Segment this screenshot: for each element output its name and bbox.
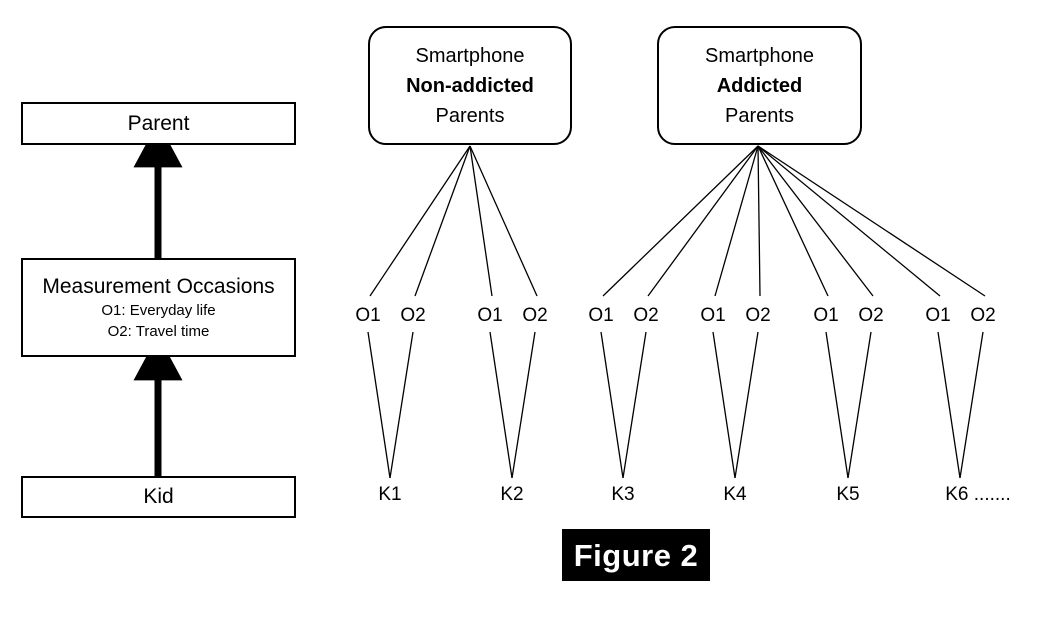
legend-parent-title: Parent bbox=[127, 111, 190, 135]
v-connectors-kids bbox=[367, 331, 984, 479]
legend-box-kid: Kid bbox=[21, 476, 296, 518]
occasion-label-o2-k6: O2 bbox=[970, 305, 996, 326]
occasion-label-o1-k4: O1 bbox=[700, 305, 726, 326]
figure-caption: Figure 2 bbox=[562, 529, 710, 581]
fan-lines-addicted bbox=[602, 145, 986, 297]
group-non-addicted-line3: Parents bbox=[435, 104, 505, 127]
group-box-non-addicted-parents: Smartphone Non-addicted Parents bbox=[368, 26, 572, 145]
group-non-addicted-line2: Non-addicted bbox=[406, 74, 534, 97]
occasion-label-o2-k1: O2 bbox=[400, 305, 426, 326]
legend-measurement-o2: O2: Travel time bbox=[107, 322, 210, 340]
fan-lines-non-addicted bbox=[369, 145, 538, 297]
kid-label-k3: K3 bbox=[611, 484, 635, 505]
kid-label-k2: K2 bbox=[500, 484, 524, 505]
group-non-addicted-line1: Smartphone bbox=[415, 44, 525, 67]
legend-box-measurement-occasions: Measurement Occasions O1: Everyday life … bbox=[21, 258, 296, 357]
occasion-label-o2-k4: O2 bbox=[745, 305, 771, 326]
occasion-label-o1-k2: O1 bbox=[477, 305, 503, 326]
legend-measurement-title: Measurement Occasions bbox=[42, 274, 275, 298]
occasion-label-o2-k2: O2 bbox=[522, 305, 548, 326]
occasion-label-o2-k5: O2 bbox=[858, 305, 884, 326]
group-addicted-line2: Addicted bbox=[716, 74, 803, 97]
occasion-label-o2-k3: O2 bbox=[633, 305, 659, 326]
occasion-label-o1-k3: O1 bbox=[588, 305, 614, 326]
occasion-label-o1-k5: O1 bbox=[813, 305, 839, 326]
legend-measurement-o1: O1: Everyday life bbox=[101, 301, 216, 319]
kid-label-k6: K6 ....... bbox=[945, 484, 1011, 505]
kid-label-k4: K4 bbox=[723, 484, 747, 505]
group-box-addicted-parents: Smartphone Addicted Parents bbox=[657, 26, 862, 145]
group-addicted-line1: Smartphone bbox=[705, 44, 814, 67]
occasion-label-o1-k6: O1 bbox=[925, 305, 951, 326]
kid-label-k5: K5 bbox=[836, 484, 860, 505]
group-addicted-line3: Parents bbox=[725, 104, 794, 127]
legend-box-parent: Parent bbox=[21, 102, 296, 145]
kid-label-k1: K1 bbox=[378, 484, 402, 505]
legend-kid-title: Kid bbox=[143, 485, 174, 508]
occasion-label-o1-k1: O1 bbox=[355, 305, 381, 326]
